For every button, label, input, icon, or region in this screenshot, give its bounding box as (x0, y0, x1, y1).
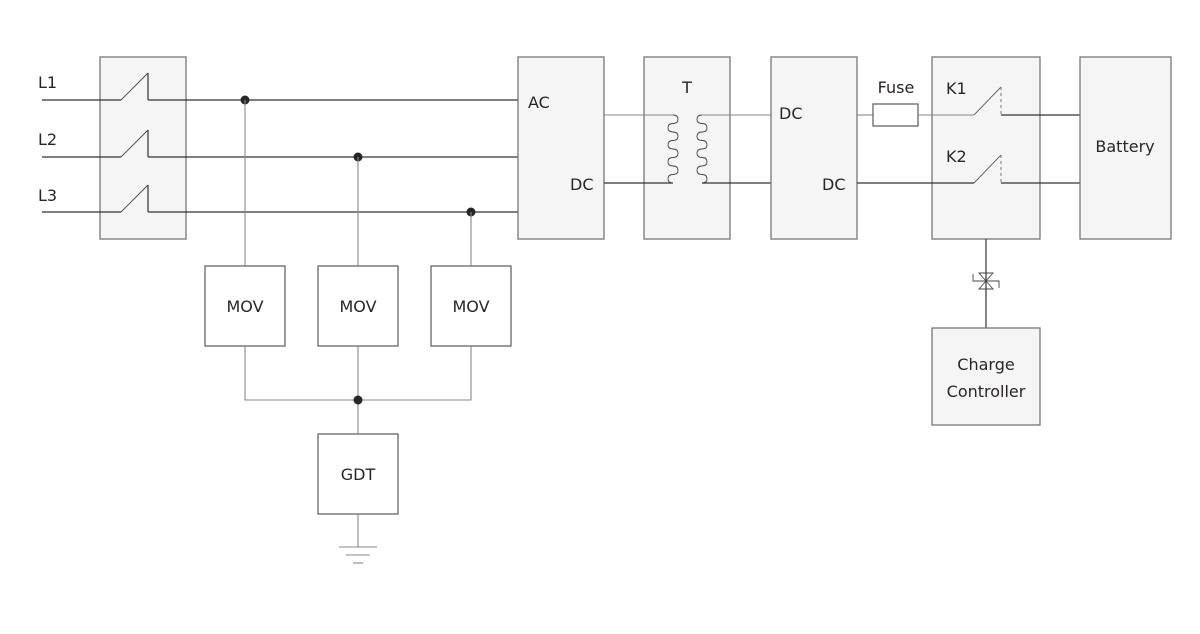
tvs-diode-icon (972, 272, 1000, 290)
rectifier-dc-label: DC (570, 175, 594, 194)
gdt-box (317, 433, 399, 515)
k2-label: K2 (946, 147, 967, 166)
transformer-box (643, 56, 731, 240)
rectifier-ac-label: AC (528, 93, 550, 112)
mov-label-3: MOV (452, 297, 489, 316)
breaker-box (99, 56, 187, 240)
primary-coil-icon (667, 114, 679, 184)
mov-box-3 (430, 265, 512, 347)
mov-label-1: MOV (226, 297, 263, 316)
rectifier-box (517, 56, 605, 240)
mov-label-2: MOV (339, 297, 376, 316)
battery-box (1079, 56, 1172, 240)
junction-dot (353, 395, 363, 405)
k1-label: K1 (946, 79, 967, 98)
battery-label: Battery (1095, 137, 1154, 156)
charge-controller-box (931, 327, 1041, 426)
k1-switch-icon (973, 86, 1002, 116)
label-l1: L1 (38, 73, 57, 92)
ground-icon (339, 546, 377, 564)
charge-controller-line1: Charge (957, 355, 1014, 374)
label-l2: L2 (38, 130, 57, 149)
charge-controller-line2: Controller (947, 382, 1026, 401)
dcdc-out-label: DC (822, 175, 846, 194)
fuse-icon (872, 103, 919, 127)
mov-box-1 (204, 265, 286, 347)
dcdc-in-label: DC (779, 104, 803, 123)
label-l3: L3 (38, 186, 57, 205)
dcdc-box (770, 56, 858, 240)
transformer-label: T (681, 78, 692, 97)
k2-switch-icon (973, 154, 1002, 184)
contactor-box (931, 56, 1041, 240)
gdt-label: GDT (341, 465, 376, 484)
fuse-label: Fuse (878, 78, 915, 97)
mov-box-2 (317, 265, 399, 347)
secondary-coil-icon (696, 114, 708, 184)
